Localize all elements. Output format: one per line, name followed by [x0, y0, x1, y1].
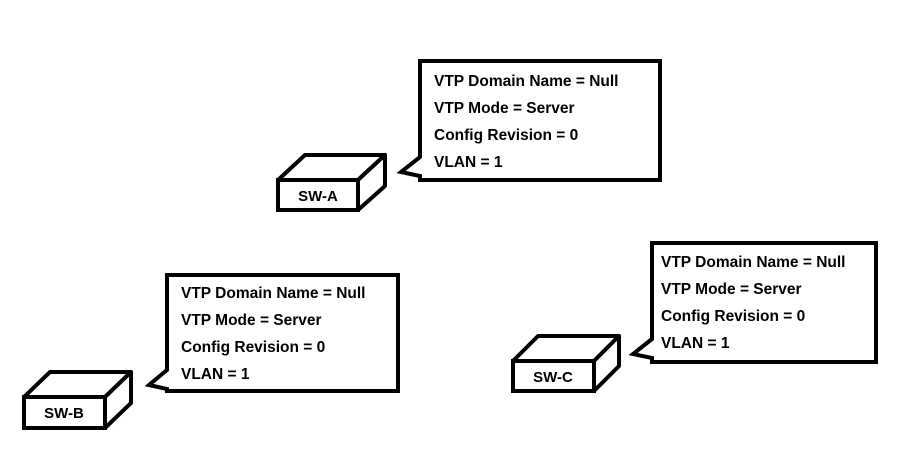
callout-sw-c-revision: Config Revision = 0: [661, 308, 805, 325]
callout-sw-a-vlan: VLAN = 1: [434, 154, 503, 171]
info-callout-sw-c: VTP Domain Name = Null VTP Mode = Server…: [628, 241, 878, 364]
switch-sw-b: SW-B: [22, 370, 133, 430]
callout-box-sw-c: [628, 241, 878, 364]
info-callout-sw-a: VTP Domain Name = Null VTP Mode = Server…: [396, 59, 662, 182]
callout-box-sw-a: [396, 59, 662, 182]
switch-sw-a-label: SW-A: [298, 188, 338, 205]
callout-sw-b-vlan: VLAN = 1: [181, 366, 250, 383]
callout-sw-a-mode: VTP Mode = Server: [434, 100, 575, 117]
callout-sw-a-revision: Config Revision = 0: [434, 127, 578, 144]
switch-sw-a: SW-A: [276, 153, 387, 212]
switch-sw-a-front-face: [276, 178, 360, 212]
callout-sw-b-revision: Config Revision = 0: [181, 339, 325, 356]
callout-box-sw-b: [144, 273, 400, 393]
callout-sw-b-domain: VTP Domain Name = Null: [181, 285, 365, 302]
callout-sw-a-domain: VTP Domain Name = Null: [434, 73, 618, 90]
info-callout-sw-b: VTP Domain Name = Null VTP Mode = Server…: [144, 273, 400, 393]
switch-sw-b-front-face: [22, 395, 107, 430]
switch-sw-b-label: SW-B: [44, 405, 84, 422]
callout-sw-b-mode: VTP Mode = Server: [181, 312, 322, 329]
callout-sw-c-domain: VTP Domain Name = Null: [661, 254, 845, 271]
switch-sw-c: SW-C: [511, 334, 621, 393]
switch-sw-c-label: SW-C: [533, 369, 573, 386]
switch-sw-c-front-face: [511, 359, 596, 393]
callout-sw-c-vlan: VLAN = 1: [661, 335, 730, 352]
callout-sw-c-mode: VTP Mode = Server: [661, 281, 802, 298]
